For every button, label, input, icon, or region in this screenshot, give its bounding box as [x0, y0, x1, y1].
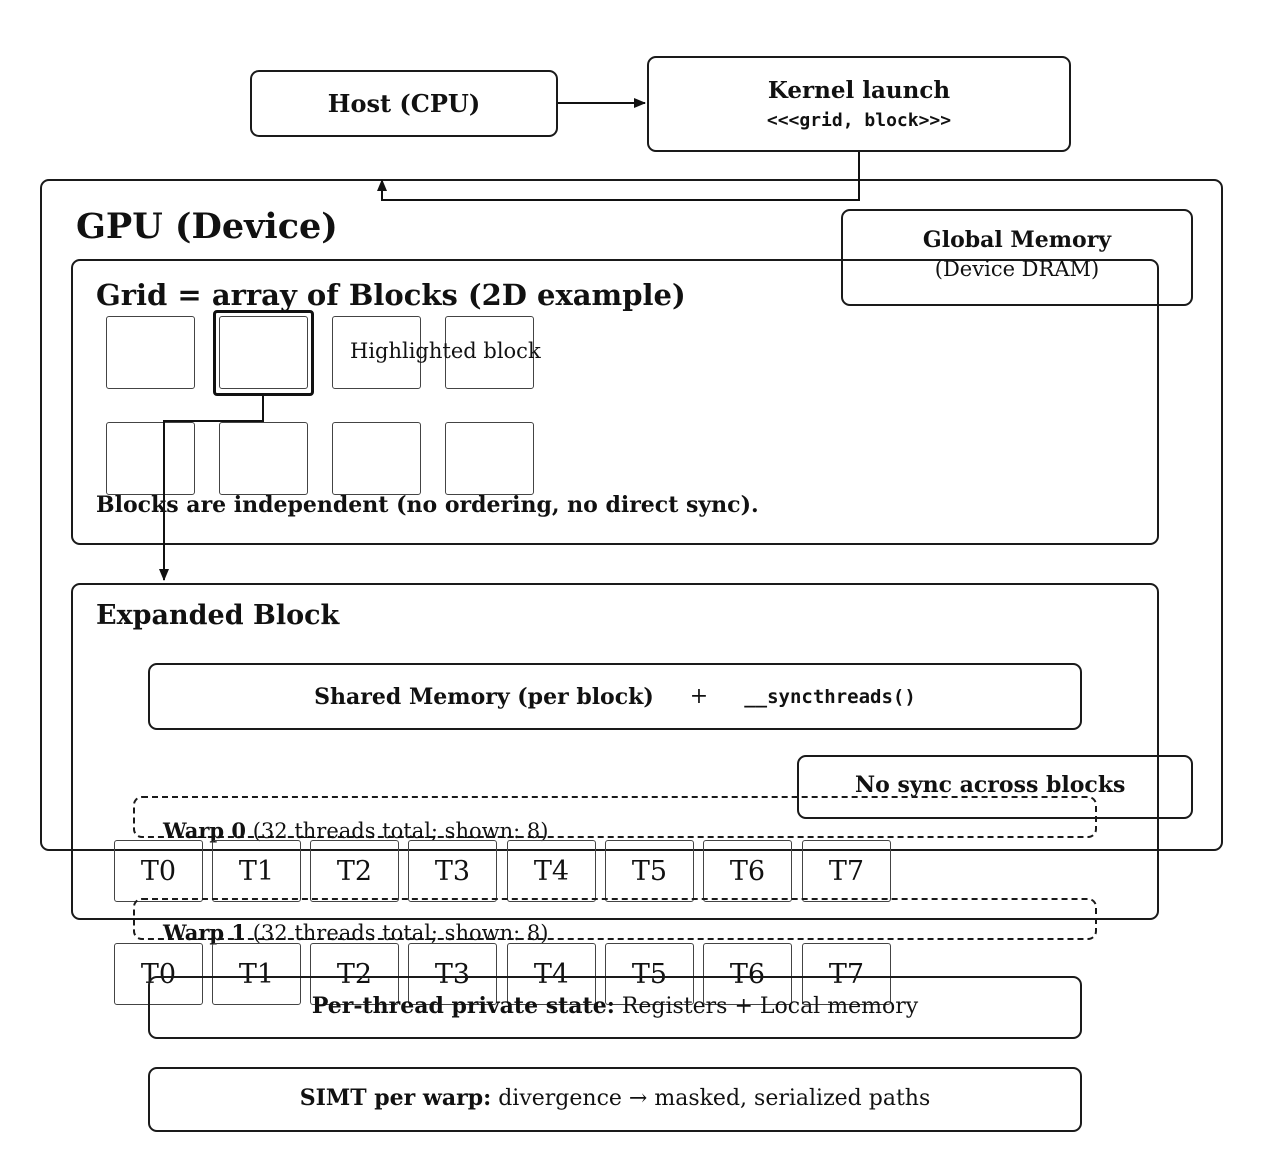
- warp-1-thread: T0: [114, 943, 203, 1005]
- warp-0-thread: T3: [408, 840, 497, 902]
- warp-1-thread: T6: [703, 943, 792, 1005]
- warp-1-thread: T7: [802, 943, 891, 1005]
- grid-block: [332, 422, 421, 495]
- simt-rest: divergence → masked, serialized paths: [498, 1086, 931, 1111]
- grid-box: [71, 259, 1159, 545]
- gpu-device-box: [40, 179, 1223, 851]
- block-expand-arrow: [159, 396, 264, 581]
- syncthreads-label: __syncthreads(): [744, 685, 916, 708]
- gpu-device-title: GPU (Device): [76, 206, 338, 247]
- simt-box: [148, 1067, 1082, 1132]
- highlighted-block-label: Highlighted block: [350, 339, 541, 363]
- kernel-to-gpu-arrow: [377, 152, 860, 201]
- grid-block-highlighted: [213, 310, 314, 396]
- expanded-block-box: [71, 583, 1159, 920]
- warp-1-thread: T1: [212, 943, 301, 1005]
- no-sync-label: No sync across blocks: [855, 772, 1126, 798]
- no-sync-box: [797, 755, 1193, 819]
- warp-1-box: [133, 898, 1097, 940]
- shared-memory-plus: +: [689, 684, 709, 709]
- shared-memory-label: Shared Memory (per block): [314, 683, 654, 710]
- expanded-block-title: Expanded Block: [96, 600, 340, 631]
- simt-bold: SIMT per warp:: [299, 1085, 492, 1111]
- warp-0-thread: T6: [703, 840, 792, 902]
- grid-block-highlighted-inner: [219, 316, 308, 389]
- kernel-launch-code: <<<grid, block>>>: [766, 110, 952, 131]
- warp-0-thread: T7: [802, 840, 891, 902]
- host-box: Host (CPU): [250, 70, 558, 137]
- warp-0-detail: (32 threads total; shown: 8): [252, 819, 549, 843]
- kernel-launch-title: Kernel launch: [767, 77, 951, 104]
- warp-0-label: Warp 0 (32 threads total; shown: 8): [163, 818, 548, 843]
- simt-label: SIMT per warp: divergence → masked, seri…: [148, 1085, 1082, 1111]
- shared-memory-box: Shared Memory (per block) + __syncthread…: [148, 663, 1082, 730]
- warp-0-thread: T5: [605, 840, 694, 902]
- grid-block: [445, 316, 534, 389]
- warp-1-thread: T3: [408, 943, 497, 1005]
- warp-0-thread: T2: [310, 840, 399, 902]
- warp-0-name: Warp 0: [163, 818, 247, 843]
- global-memory-box: [841, 209, 1193, 306]
- host-label: Host (CPU): [327, 89, 481, 118]
- warp-1-thread: T2: [310, 943, 399, 1005]
- grid-note: Blocks are independent (no ordering, no …: [96, 492, 759, 518]
- per-thread-state-label: Per-thread private state: Registers + Lo…: [148, 993, 1082, 1019]
- warp-1-name: Warp 1: [163, 920, 247, 945]
- kernel-launch-box: Kernel launch <<<grid, block>>>: [647, 56, 1071, 152]
- grid-block: [219, 422, 308, 495]
- warp-0-thread: T4: [507, 840, 596, 902]
- warp-1-detail: (32 threads total; shown: 8): [252, 921, 549, 945]
- grid-block: [106, 316, 195, 389]
- warp-0-box: [133, 796, 1097, 838]
- warp-0-thread: T1: [212, 840, 301, 902]
- per-thread-state-bold: Per-thread private state:: [311, 993, 615, 1019]
- per-thread-state-box: [148, 976, 1082, 1039]
- grid-title: Grid = array of Blocks (2D example): [96, 278, 686, 312]
- warp-1-label: Warp 1 (32 threads total; shown: 8): [163, 920, 548, 945]
- warp-0-thread: T0: [114, 840, 203, 902]
- grid-block: [332, 316, 421, 389]
- per-thread-state-rest: Registers + Local memory: [621, 994, 919, 1019]
- grid-block: [106, 422, 195, 495]
- grid-block: [445, 422, 534, 495]
- global-memory-title: Global Memory: [922, 227, 1112, 253]
- global-memory-subtitle: (Device DRAM): [934, 257, 1100, 281]
- warp-1-thread: T4: [507, 943, 596, 1005]
- warp-1-thread: T5: [605, 943, 694, 1005]
